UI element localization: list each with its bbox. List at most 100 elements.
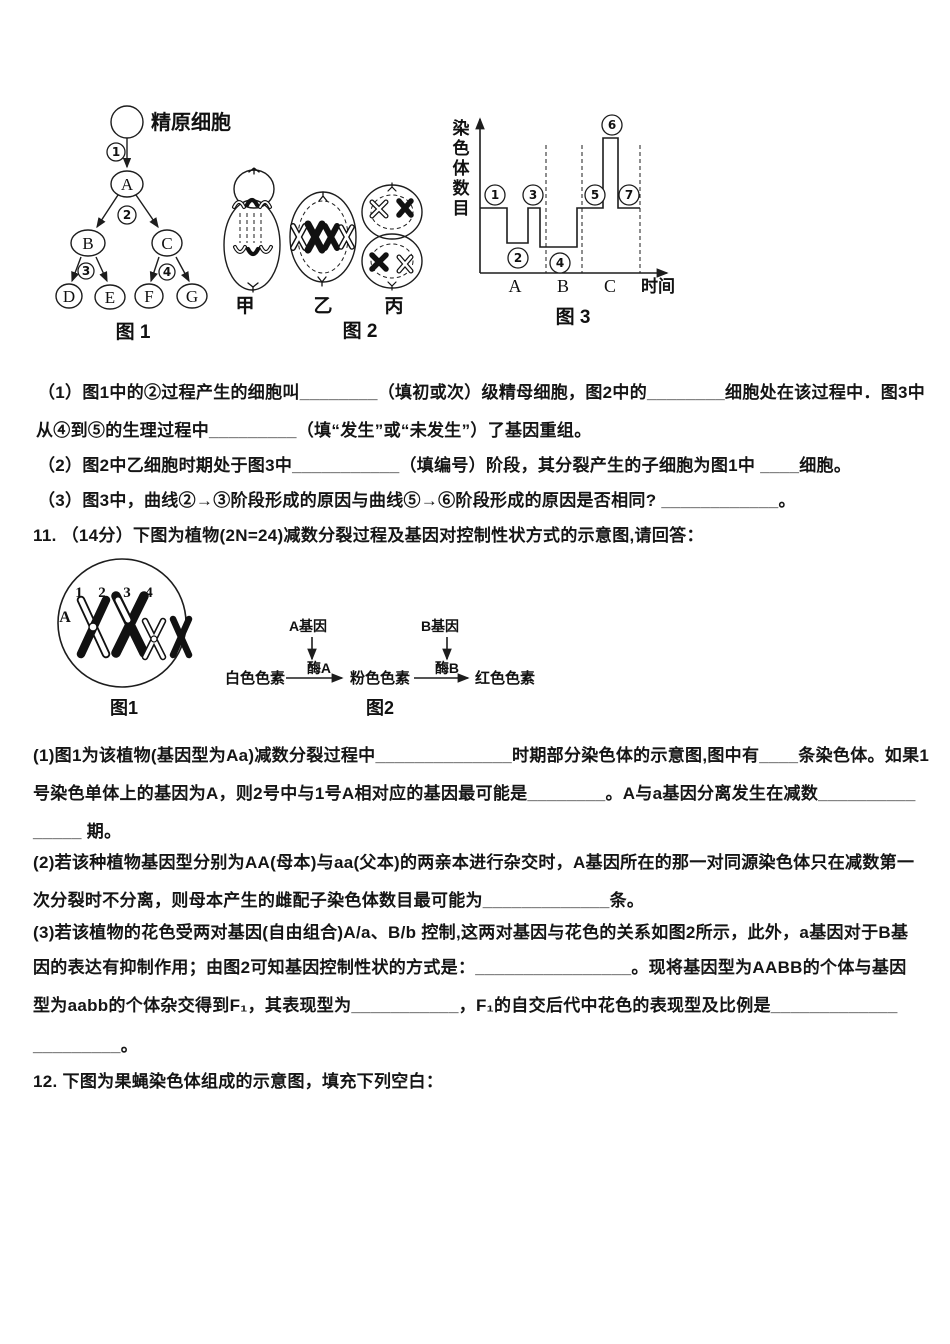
q11-part3-line4: _________。: [33, 1036, 139, 1055]
aster-bottom: [247, 282, 259, 293]
q11-figure-2-pathway: A基因 B基因 酶A 酶B 白色色素 粉色色素 红色色素 图2: [225, 618, 535, 718]
cell-yi: 乙: [289, 191, 357, 317]
segment-7-number: 7: [625, 188, 633, 202]
phase-C-label: C: [604, 276, 616, 296]
aster-top: [387, 182, 397, 192]
figure-3-chart: 染色体数目 1 2 3 4 5 6 7 A B C 时间 图 3: [450, 114, 675, 328]
step-1-number: 1: [112, 145, 120, 159]
chromatid-3-number: 3: [123, 585, 131, 601]
q11-part3-line1: (3)若该植物的花色受两对基因(自由组合)A/a、B/b 控制,这两对基因与花色…: [33, 923, 909, 942]
cell-A-label: A: [121, 175, 134, 194]
segment-2-number: 2: [514, 251, 522, 265]
segment-7-circle: [618, 184, 640, 206]
chromosome-pair-2: [111, 591, 149, 658]
tree-arrow-3a: [71, 256, 82, 283]
step-2-number: 2: [123, 208, 131, 222]
segment-3-number: 3: [529, 188, 537, 202]
cell-F-label: F: [144, 287, 153, 306]
aster-bottom: [317, 276, 327, 287]
spermatogonium-cell-shape: [110, 105, 144, 139]
q11-part1-line2: 号染色单体上的基因为A，则2号中与1号A相对应的基因最可能是________。A…: [33, 784, 916, 803]
tree-arrow-3b: [95, 256, 108, 283]
small-black-chromosome: [169, 615, 193, 659]
step-1-circle: [106, 142, 126, 162]
aster-top: [318, 191, 328, 202]
q11-part2-line2: 次分裂时不分离，则母本产生的雌配子染色体数目最可能为_____________条…: [33, 891, 645, 910]
small-white-chromosome: [141, 617, 167, 661]
chromatid-4-number: 4: [145, 585, 153, 601]
phase-B-label: B: [557, 276, 569, 296]
cell-C-label: C: [161, 234, 172, 253]
cell-E-label: E: [105, 288, 115, 307]
cell-bing-label: 丙: [384, 296, 403, 317]
gene-A-position-label: A: [59, 609, 71, 626]
q11-part3-line2: 因的表达有抑制作用；由图2可知基因控制性状的方式是：______________…: [33, 958, 907, 977]
cell-D-label: D: [63, 287, 75, 306]
q11-figure-2-caption: 图2: [366, 698, 394, 718]
q11-figure-1-cell: 1 2 3 4 A 图1: [57, 558, 193, 718]
x-axis-label: 时间: [641, 276, 675, 296]
step-2-circle: [117, 205, 137, 225]
chromatid-1-number: 1: [75, 585, 83, 601]
chromatid-2-number: 2: [98, 585, 106, 601]
cell-D-shape: [55, 283, 83, 309]
q11-part1-line1: (1)图1为该植物(基因型为Aa)减数分裂过程中______________时期…: [33, 746, 930, 765]
segment-5-circle: [584, 184, 606, 206]
q10-part1-line1: （1）图1中的②过程产生的细胞叫________（填初或次）级精母细胞，图2中的…: [38, 383, 926, 402]
segment-4-circle: [549, 252, 571, 274]
enzyme-B-label: 酶B: [435, 660, 459, 676]
cell-jia: 甲: [223, 167, 281, 317]
q11-part3-line3: 型为aabb的个体杂交得到F₁，其表现型为___________，F₁的自交后代…: [33, 996, 898, 1015]
q11-figure-1-caption: 图1: [110, 698, 138, 718]
cell-bing: 丙: [361, 182, 423, 317]
q11-part1-line3: _____ 期。: [33, 822, 122, 841]
q12-stem: 12. 下图为果蝇染色体组成的示意图，填充下列空白：: [33, 1072, 444, 1091]
red-pigment-label: 红色色素: [475, 669, 535, 687]
tree-arrow-2b: [135, 194, 159, 229]
spermatogonium-label: 精原细胞: [151, 110, 231, 134]
pink-pigment-label: 粉色色素: [350, 669, 410, 687]
tree-arrow-4a: [149, 256, 160, 283]
cell-yi-label: 乙: [313, 296, 332, 317]
cell-G-shape: [176, 283, 208, 309]
cell-B-label: B: [82, 234, 93, 253]
chromosome-pair-1: [76, 595, 111, 659]
segment-6-number: 6: [608, 118, 616, 132]
segment-3-circle: [522, 184, 544, 206]
cell-C-shape: [151, 229, 183, 257]
cell-E-shape: [94, 284, 126, 310]
q10-part1-line2: 从④到⑤的生理过程中_________（填“发生”或“未发生”）了基因重组。: [36, 421, 592, 440]
gene-A-label: A基因: [289, 618, 327, 634]
white-pigment-label: 白色色素: [225, 669, 285, 687]
figure-1-caption: 图 1: [116, 321, 151, 343]
aster-bottom: [387, 281, 397, 291]
figure-2-caption: 图 2: [343, 320, 378, 342]
gene-B-label: B基因: [421, 618, 459, 634]
figure-3-caption: 图 3: [556, 306, 591, 328]
step-4-circle: [158, 263, 176, 281]
step-3-number: 3: [82, 264, 90, 278]
cell-jia-label: 甲: [235, 296, 254, 317]
figure-1-spermatogenesis-tree: 精原细胞 1 A 2 B C 3 4 D E F G 图 1: [55, 105, 231, 343]
segment-5-number: 5: [591, 188, 599, 202]
tree-arrow-2a: [96, 194, 119, 229]
cell-G-label: G: [186, 287, 198, 306]
q10-part2: （2）图2中乙细胞时期处于图3中___________（填编号）阶段，其分裂产生…: [38, 456, 852, 475]
q11-stem: 11. （14分）下图为植物(2N=24)减数分裂过程及基因对控制性状方式的示意…: [33, 526, 704, 545]
step-3-circle: [77, 262, 95, 280]
y-axis-label: 染色体数目: [450, 118, 470, 219]
segment-6-circle: [601, 114, 623, 136]
segment-1-number: 1: [491, 188, 499, 202]
tree-arrow-4b: [175, 256, 190, 283]
aster-top: [248, 167, 260, 175]
figure-2-cells: 甲 乙 丙: [223, 167, 423, 342]
q11-part2-line1: (2)若该种植物基因型分别为AA(母本)与aa(父本)的两亲本进行杂交时，A基因…: [33, 853, 915, 872]
cell-membrane: [57, 558, 187, 688]
segment-4-number: 4: [556, 256, 564, 270]
segment-1-circle: [484, 184, 506, 206]
enzyme-A-label: 酶A: [307, 660, 331, 676]
cell-A-shape: [110, 170, 144, 198]
chromosome-count-step-line: [480, 137, 640, 248]
q10-part3: （3）图3中，曲线②→③阶段形成的原因与曲线⑤→⑥阶段形成的原因是否相同? __…: [38, 491, 796, 510]
